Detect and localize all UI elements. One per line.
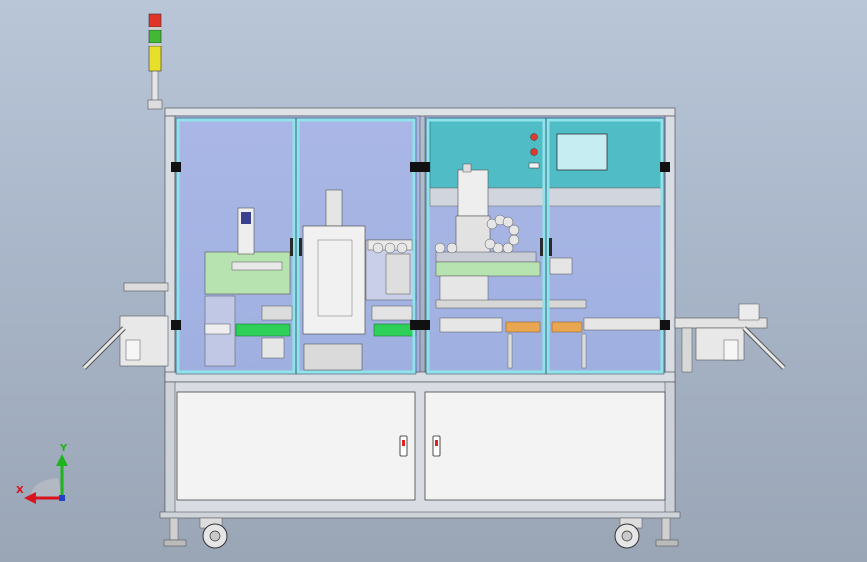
left-station (204, 207, 293, 367)
hmi-screen[interactable] (556, 133, 608, 171)
cabinet-door-right[interactable] (424, 391, 666, 501)
casters (163, 517, 679, 549)
cabinet-door-left[interactable] (176, 391, 416, 501)
cable-chain (372, 214, 520, 254)
glass-doors (176, 118, 664, 374)
right-outfeed (674, 303, 786, 373)
green-conveyor-block-left (235, 323, 291, 337)
axis-triad (24, 454, 68, 504)
left-infeed (82, 282, 169, 370)
tower-light-green (148, 29, 162, 44)
door-hinges (171, 162, 670, 330)
y-axis-label: Y (60, 443, 68, 454)
emergency-stop-button[interactable] (530, 133, 538, 141)
signal-tower (147, 13, 163, 110)
start-button[interactable] (530, 148, 538, 156)
orange-fixture-block-1 (505, 321, 541, 333)
selector-switch[interactable] (528, 162, 540, 169)
z-axis-marker (59, 495, 65, 501)
tower-light-red (148, 13, 162, 28)
x-axis-label: X (16, 485, 24, 496)
orange-fixture-block-2 (551, 321, 583, 333)
center-press (302, 189, 417, 371)
right-station (372, 163, 661, 369)
green-conveyor-block-center (373, 323, 417, 337)
tower-light-yellow (148, 45, 162, 72)
cabinet-locks[interactable] (399, 435, 441, 457)
door-handles[interactable] (290, 238, 552, 256)
